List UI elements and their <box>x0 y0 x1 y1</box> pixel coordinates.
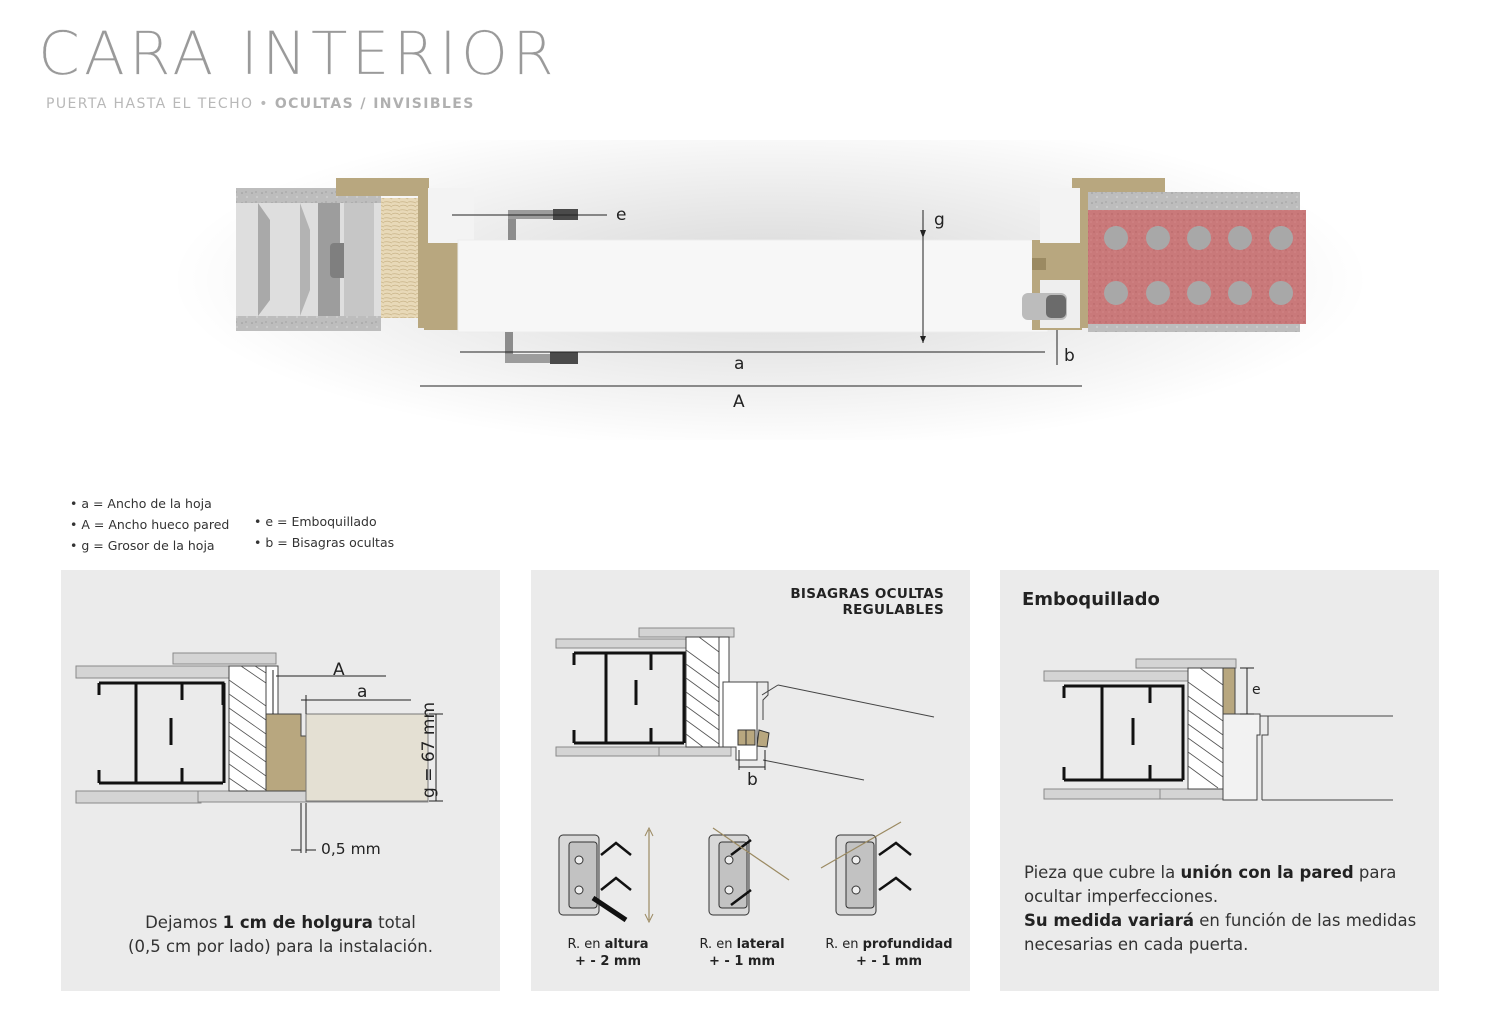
legend-col-1: • a = Ancho de la hoja • A = Ancho hueco… <box>70 493 229 556</box>
bisagras-label-b: b <box>747 770 758 790</box>
right-frame <box>1022 178 1165 330</box>
legend-item: • a = Ancho de la hoja <box>70 496 212 511</box>
label-a: a <box>734 354 745 374</box>
legend-item: • g = Grosor de la hoja <box>70 538 215 553</box>
adjust-lateral: R. en lateral + - 1 mm <box>699 937 785 969</box>
holgura-label-a: a <box>357 682 368 702</box>
panel-holgura: A a g = 67 mm 0,5 mm Dejamos 1 cm de hol… <box>61 570 500 991</box>
left-frame <box>336 178 474 330</box>
holgura-text-line-1: Dejamos 1 cm de holgura total <box>145 913 416 932</box>
holgura-text: Dejamos 1 cm de holgura total (0,5 cm po… <box>61 911 500 959</box>
panel-bisagras: BISAGRAS OCULTAS REGULABLES b <box>531 570 970 991</box>
hinge-profundidad <box>820 821 912 916</box>
subtitle-prefix: PUERTA HASTA EL TECHO • <box>46 96 269 112</box>
door-leaf <box>457 239 1049 333</box>
hinge-lateral <box>708 827 790 916</box>
emboquillado-diagram <box>1043 658 1393 801</box>
adjust-profundidad: R. en profundidad + - 1 mm <box>825 937 953 969</box>
legend-item: • b = Bisagras ocultas <box>254 535 395 550</box>
bottom-hinge <box>505 332 578 364</box>
emboquillado-label-e: e <box>1252 682 1261 698</box>
emboquillado-text: Pieza que cubre la unión con la pared pa… <box>1024 861 1424 957</box>
subtitle-bold: OCULTAS / INVISIBLES <box>274 96 475 112</box>
emboquillado-title: Emboquillado <box>1022 589 1160 610</box>
bisagras-title-line-2: REGULABLES <box>842 602 944 618</box>
right-wall-brick <box>1088 192 1306 332</box>
label-A: A <box>733 392 745 412</box>
bisagras-title: BISAGRAS OCULTAS REGULABLES <box>790 586 944 618</box>
emboquillado-text-p2: Su medida variará en función de las medi… <box>1024 911 1417 954</box>
emboquillado-text-p1: Pieza que cubre la unión con la pared pa… <box>1024 863 1397 906</box>
left-wall <box>236 188 421 331</box>
holgura-diagram <box>75 652 443 853</box>
legend-item: • A = Ancho hueco pared <box>70 517 230 532</box>
dimension-lines <box>420 210 1082 387</box>
label-b: b <box>1064 346 1075 366</box>
top-section-diagram <box>170 140 1370 440</box>
adjust-altura: R. en altura + - 2 mm <box>567 937 649 969</box>
holgura-label-g: g = 67 mm <box>419 702 439 798</box>
page-subtitle: PUERTA HASTA EL TECHO • OCULTAS / INVISI… <box>46 96 475 112</box>
holgura-label-gap: 0,5 mm <box>321 840 381 858</box>
hinge-adjust-icons <box>558 821 912 924</box>
panel-emboquillado: Emboquillado e Pieza que cubre la unión … <box>1000 570 1439 991</box>
holgura-text-line-2: (0,5 cm por lado) para la instalación. <box>128 937 433 956</box>
legend-item: • e = Emboquillado <box>254 514 377 529</box>
page-title: CARA INTERIOR <box>38 19 558 89</box>
holgura-label-A: A <box>333 660 345 680</box>
bisagras-diagram <box>555 627 935 781</box>
hinge-altura <box>558 826 654 924</box>
label-g: g <box>934 210 945 230</box>
bisagras-title-line-1: BISAGRAS OCULTAS <box>790 586 944 602</box>
legend-col-2: • e = Emboquillado • b = Bisagras oculta… <box>254 511 394 553</box>
label-e: e <box>616 205 627 225</box>
